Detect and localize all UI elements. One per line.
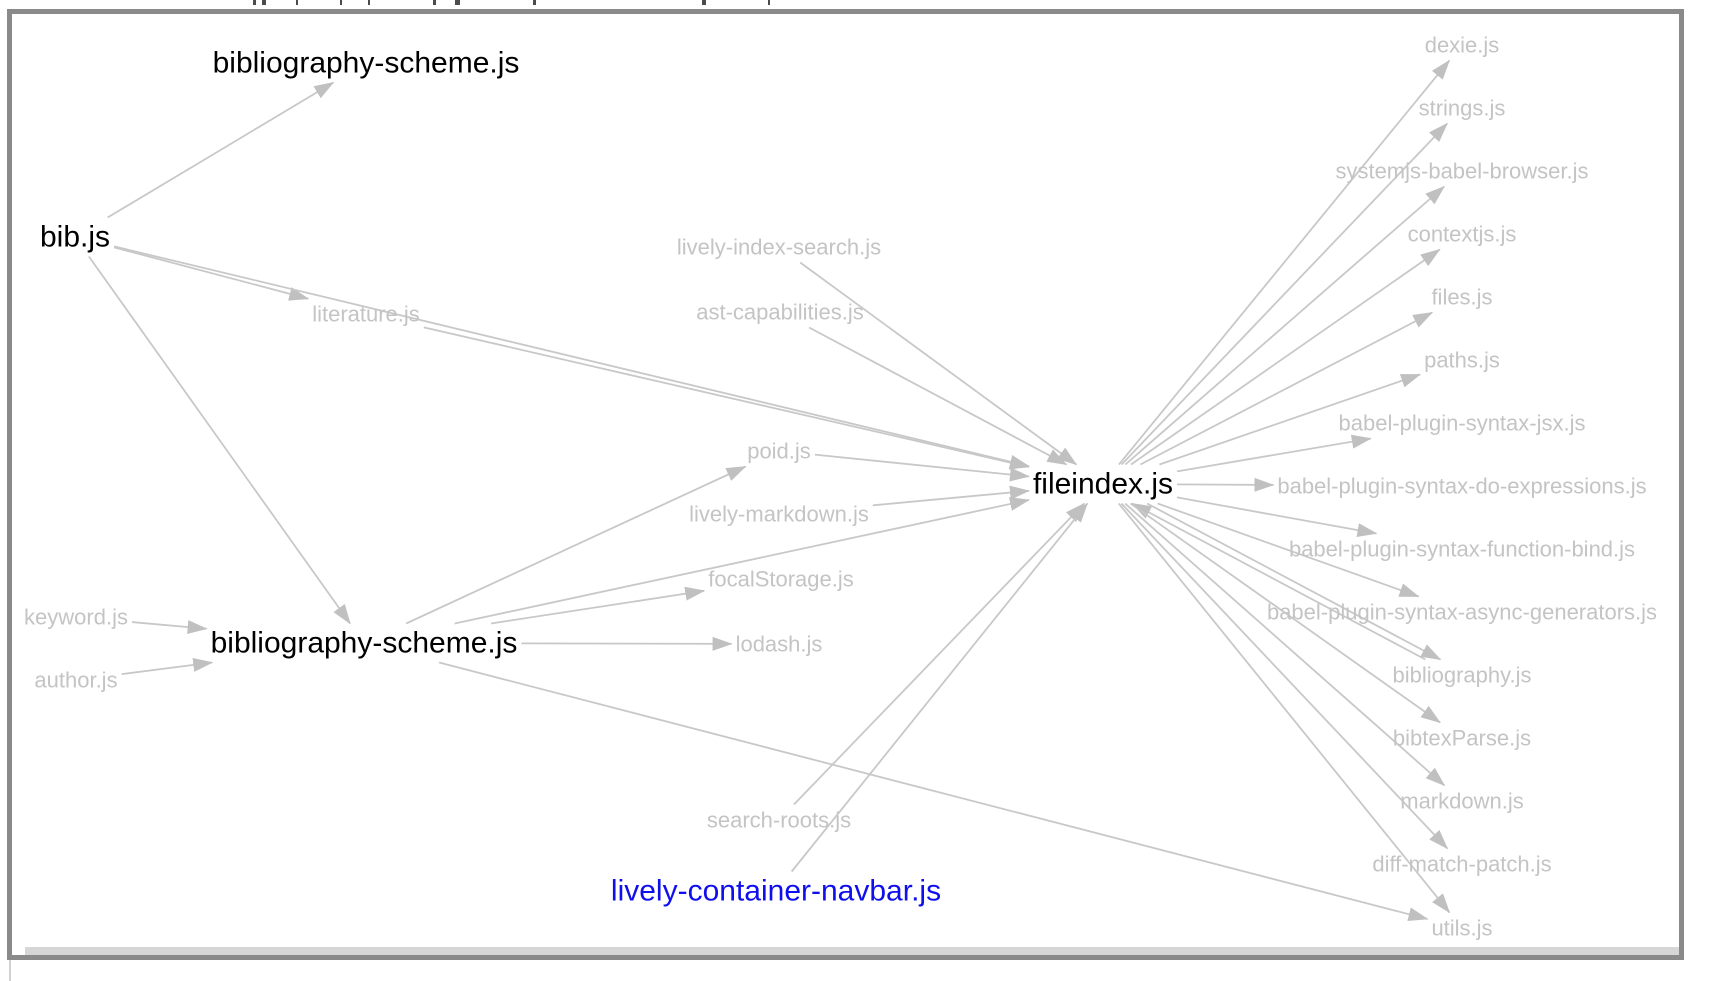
graph-edge-fileindex-to-utils [1118,502,1451,914]
graph-node-fileindex[interactable]: fileindex.js [1033,468,1173,501]
graph-edge-fileindex-to-files [1140,311,1434,466]
graph-edge-fileindex-to-paths [1159,373,1422,466]
graph-node-dexie[interactable]: dexie.js [1425,33,1500,58]
graph-edge-keyword-to-bib_scheme_mid [131,620,208,635]
clipped-text-fragment [262,0,266,5]
clipped-text-fragment [455,0,460,5]
graph-edge-lively_markdown-to-fileindex [872,485,1030,507]
graph-edge-poid-to-fileindex [814,453,1030,482]
graph-node-markdown[interactable]: markdown.js [1400,789,1523,814]
graph-node-systemjs_babel_browser[interactable]: systemjs-babel-browser.js [1335,159,1588,184]
graph-node-literature[interactable]: literature.js [312,302,420,327]
graph-node-lively_markdown[interactable]: lively-markdown.js [689,502,869,527]
graph-edge-navbar-to-fileindex [790,502,1089,873]
graph-node-diff_match_patch[interactable]: diff-match-patch.js [1372,852,1551,877]
graph-edge-fileindex-to-dexie [1118,59,1451,466]
graph-edge-fileindex-to-contextjs [1130,248,1441,466]
graph-edge-bib_scheme_mid-to-fileindex [454,497,1030,625]
graph-edge-bib_scheme_mid-to-utils [438,661,1429,922]
graph-node-lodash[interactable]: lodash.js [736,632,823,657]
graph-edge-bibliography-to-fileindex [1131,502,1426,661]
graph-node-poid[interactable]: poid.js [747,439,811,464]
graph-node-syntax_async_generators[interactable]: babel-plugin-syntax-async-generators.js [1267,600,1657,625]
clipped-text-fragment [702,0,706,5]
clipped-text-fragment [368,0,370,5]
graph-edge-fileindex-to-syntax_do_expressions [1177,477,1275,492]
graph-edge-bib_scheme_mid-to-lodash [521,636,733,651]
graph-edge-lively_index_search-to-fileindex [799,261,1078,466]
graph-edge-fileindex-to-strings [1120,122,1448,466]
graph-edge-bib-to-bib_scheme_top [107,81,335,219]
graph-edge-author-to-bib_scheme_mid [121,657,214,676]
graph-node-contextjs[interactable]: contextjs.js [1408,222,1517,247]
clipped-text-fragment [533,0,536,5]
graph-node-paths[interactable]: paths.js [1424,348,1500,373]
graph-edge-fileindex-to-bibtexparse [1130,502,1441,724]
graph-node-syntax_function_bind[interactable]: babel-plugin-syntax-function-bind.js [1289,537,1635,562]
clipped-text-fragment [253,0,256,5]
horizontal-scrollbar[interactable] [25,947,1679,955]
graph-edge-fileindex-to-syntax_jsx [1176,434,1372,473]
frame-edge-line [9,960,11,981]
graph-edge-bib_scheme_mid-to-focalstorage [490,586,706,625]
graph-node-focalstorage[interactable]: focalStorage.js [708,567,854,592]
graph-node-bib_scheme_top[interactable]: bibliography-scheme.js [213,47,520,80]
graph-edge-fileindex-to-syntax_async_generators [1157,502,1420,598]
graph-node-files[interactable]: files.js [1431,285,1492,310]
clipped-text-fragment [340,0,342,5]
graph-node-author[interactable]: author.js [34,668,117,693]
graph-edge-ast_capabilities-to-fileindex [808,326,1068,466]
graph-node-bibliography[interactable]: bibliography.js [1392,663,1531,688]
graph-node-bib_scheme_mid[interactable]: bibliography-scheme.js [211,627,518,660]
graph-edge-bib_scheme_mid-to-poid [405,465,747,625]
graph-node-search_roots[interactable]: search-roots.js [707,808,851,833]
graph-node-syntax_jsx[interactable]: babel-plugin-syntax-jsx.js [1339,411,1586,436]
graph-edge-search_roots-to-fileindex [793,502,1085,806]
graph-edge-fileindex-to-syntax_function_bind [1176,496,1378,538]
graph-edge-bib-to-bib_scheme_mid [88,255,351,625]
graph-node-ast_capabilities[interactable]: ast-capabilities.js [696,300,864,325]
graph-edge-fileindex-to-systemjs_babel_browser [1124,185,1445,466]
graph-node-keyword[interactable]: keyword.js [24,605,128,630]
graph-edge-fileindex-to-diff_match_patch [1120,502,1449,850]
graph-node-strings[interactable]: strings.js [1419,96,1506,121]
graph-node-syntax_do_expressions[interactable]: babel-plugin-syntax-do-expressions.js [1277,474,1646,499]
graph-node-navbar[interactable]: lively-container-navbar.js [611,875,941,908]
graph-node-bib[interactable]: bib.js [40,221,110,254]
clipped-text-fragment [768,0,770,5]
graph-node-utils[interactable]: utils.js [1431,916,1492,941]
graph-edge-bib-to-fileindex [113,245,1030,469]
graph-edge-fileindex-to-bibliography [1146,502,1442,661]
graph-edge-bib-to-literature [113,246,310,301]
node-layer: bibliography-scheme.js bib.js bibliography… [24,33,1657,941]
graph-edge-fileindex-to-markdown [1124,502,1446,787]
graph-node-bibtexparse[interactable]: bibtexParse.js [1393,726,1531,751]
graph-edge-literature-to-fileindex [423,326,1030,470]
edge-layer [88,59,1451,922]
graph-node-lively_index_search[interactable]: lively-index-search.js [677,235,881,260]
clipped-text-fragment [296,0,298,5]
clipped-text-fragment [433,0,436,5]
